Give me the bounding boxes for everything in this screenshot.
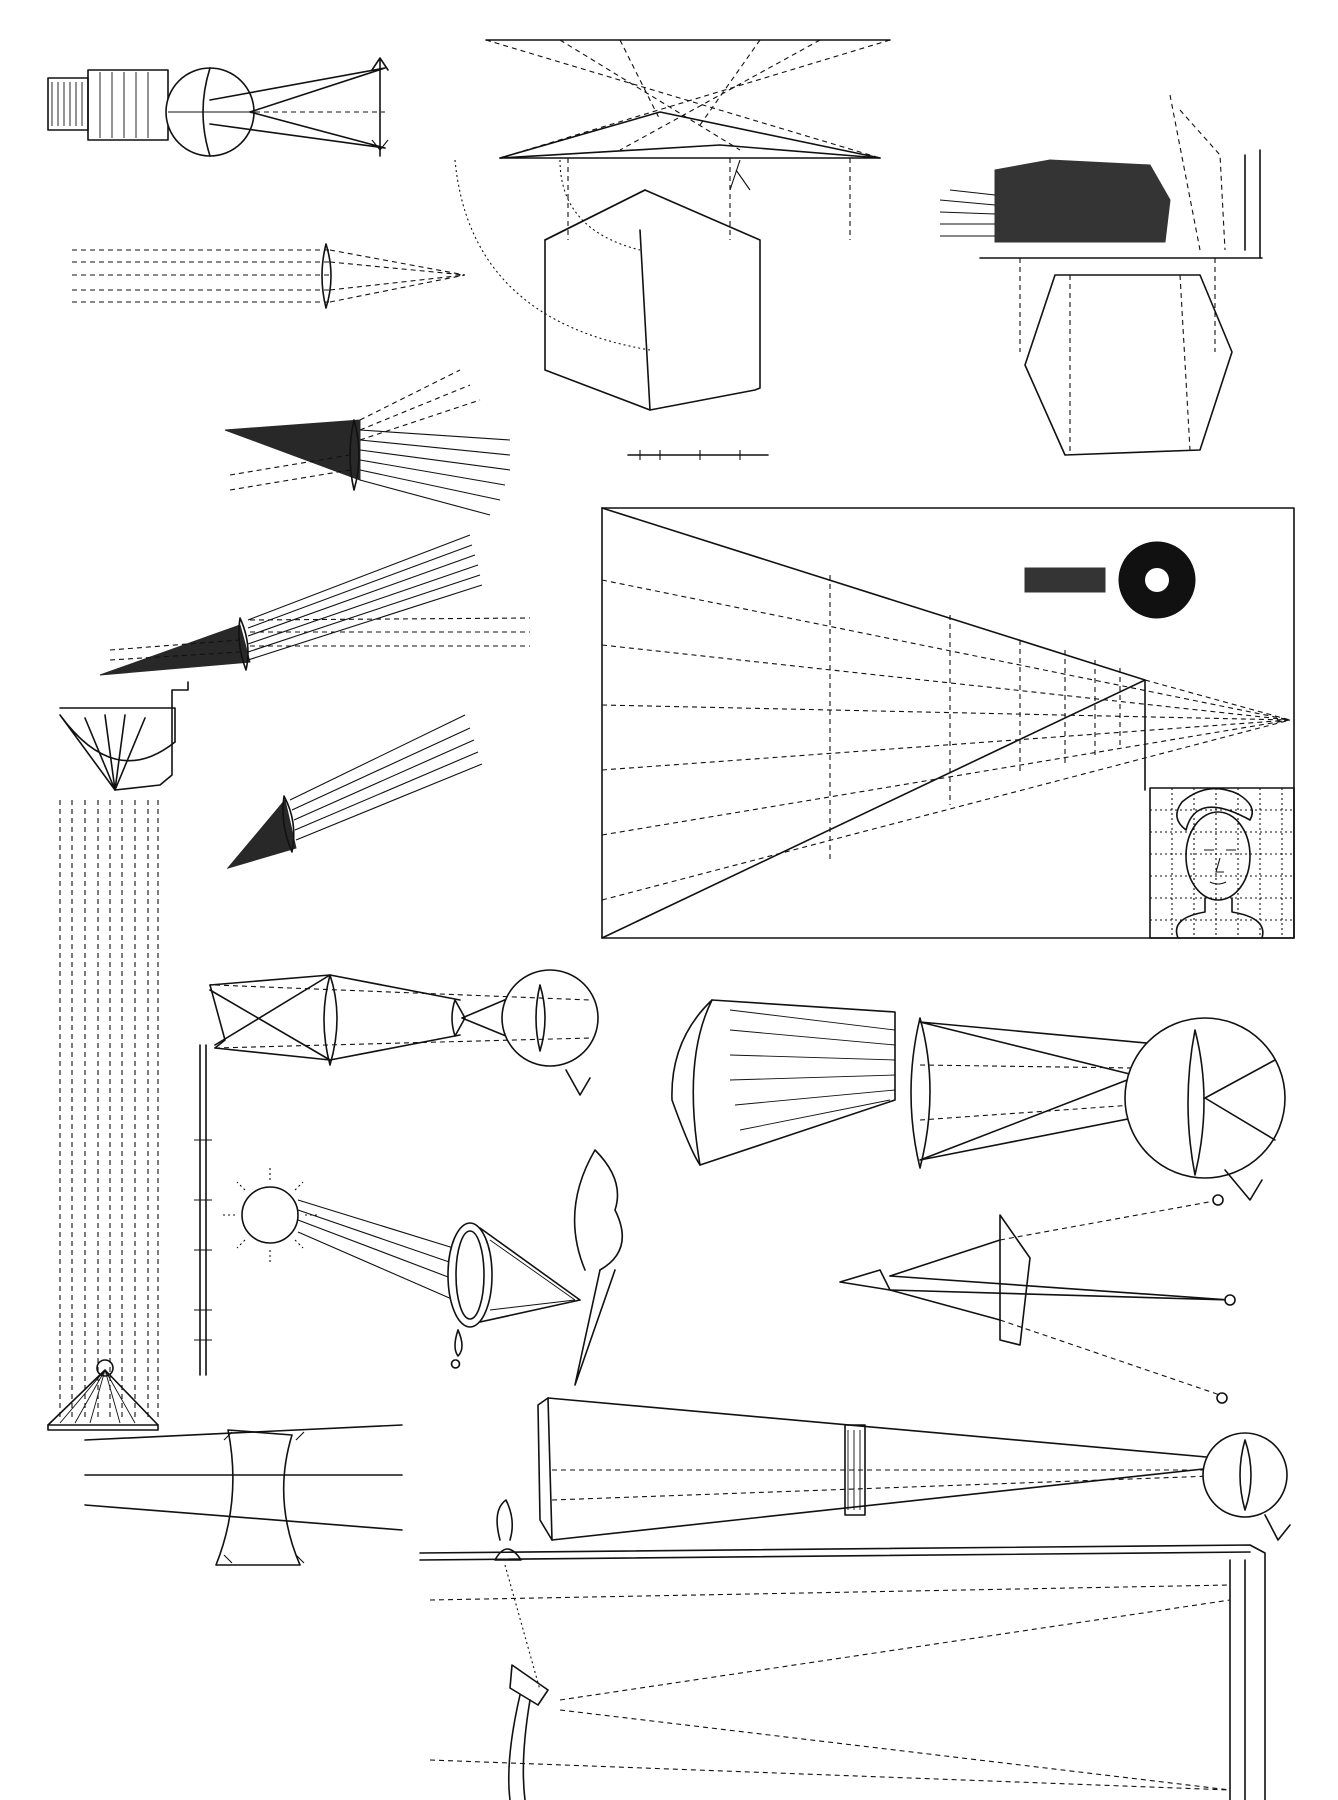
parallel-beam-lens	[99, 534, 531, 676]
scale-bar	[627, 450, 769, 460]
reflecting-telescope	[419, 1499, 1266, 1800]
hexagonal-prism-projection	[454, 39, 891, 411]
measuring-rod	[194, 1044, 212, 1376]
converging-lens-rays	[72, 243, 466, 309]
portrait-grid	[1149, 787, 1295, 939]
prism-eye-points	[839, 1194, 1236, 1404]
ray-fan-lens	[224, 369, 511, 516]
compound-lens-eye	[209, 969, 599, 1096]
mirror-stand-apparatus	[47, 681, 189, 1431]
perspective-grid-box	[601, 507, 1295, 939]
focused-beam-cone	[226, 714, 483, 869]
concave-lens-rays	[84, 1424, 403, 1566]
ice-crystal-block	[939, 94, 1263, 456]
eye-lens-diagram	[47, 57, 389, 157]
telescope-eye	[537, 1397, 1291, 1541]
keyhole-shape	[1024, 541, 1196, 619]
sun-burning-glass	[223, 1149, 624, 1386]
large-lens-eye	[671, 999, 1286, 1201]
